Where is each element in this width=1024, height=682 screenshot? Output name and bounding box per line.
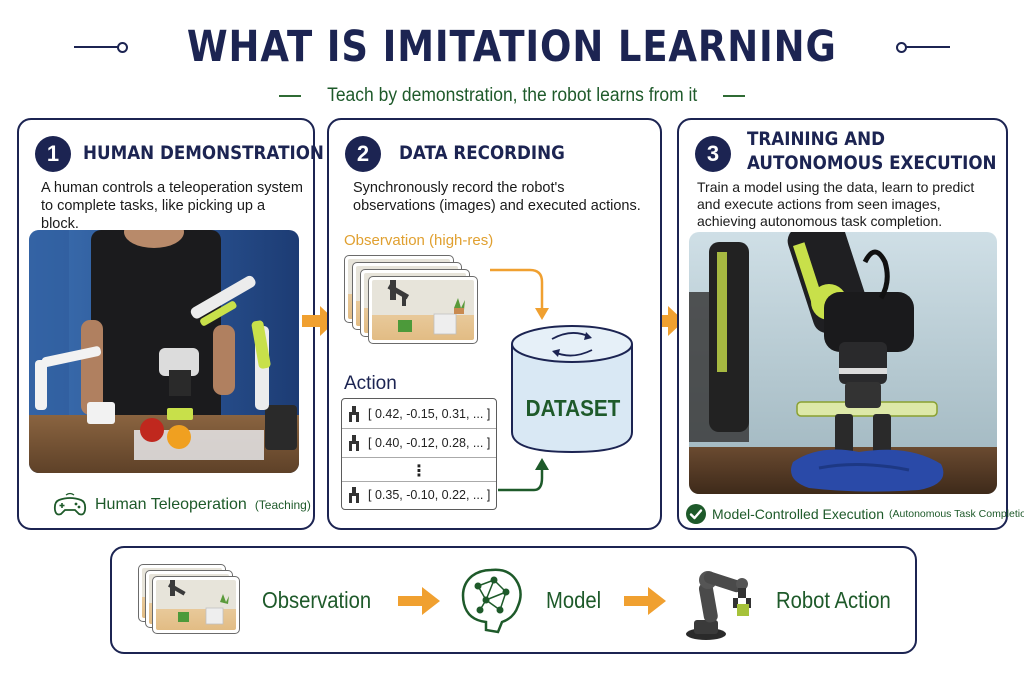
gripper-icon: [349, 435, 359, 451]
observation-label: Observation (high-res): [344, 232, 494, 249]
panel1-caption: Human Teleoperation (Teaching): [53, 492, 311, 518]
caption-main: Human Teleoperation: [95, 496, 247, 513]
step-number-1: 1: [35, 136, 71, 172]
action-ellipsis: ⋮: [342, 457, 496, 485]
dataset-diagram: [490, 268, 633, 492]
autonomous-robot-photo: [689, 232, 997, 494]
action-vector: [ 0.42, -0.15, 0.31, ... ]: [368, 407, 491, 421]
human-teleoperation-photo: [29, 230, 299, 473]
action-separator: [342, 428, 496, 429]
gripper-icon: [349, 487, 359, 503]
subtitle-dash-left: [278, 95, 301, 97]
dataset-label: DATASET: [525, 395, 621, 421]
step-number-2: 2: [345, 136, 381, 172]
subtitle-row: Teach by demonstration, the robot learns…: [0, 84, 1024, 108]
panel-title: DATA RECORDING: [399, 142, 565, 164]
robot-scene-thumbnail: [387, 280, 465, 335]
action-list: [ 0.42, -0.15, 0.31, ... ] [ 0.40, -0.12…: [341, 398, 497, 510]
pipeline-arrow-1: [398, 587, 440, 615]
brain-network-icon: [461, 568, 522, 634]
robot-scene-thumbnail: [168, 580, 229, 625]
action-row: [ 0.35, -0.10, 0.22, ... ]: [342, 481, 496, 509]
gamepad-icon: [53, 492, 87, 516]
action-row: [ 0.40, -0.12, 0.28, ... ]: [342, 429, 496, 457]
pipeline-arrow-2: [624, 587, 666, 615]
panel-title-line2: AUTONOMOUS EXECUTION: [747, 152, 997, 174]
pipeline-observation-label: Observation: [262, 587, 372, 613]
ellipsis-text: ⋮: [411, 463, 427, 480]
pipeline-robot-action-label: Robot Action: [776, 587, 891, 613]
flow-arrow-2-to-3: [650, 306, 684, 336]
robot-execution-scene-illustration: [689, 232, 997, 494]
title-decoration-right: [895, 42, 950, 53]
caption-sub: (Autonomous Task Completion): [888, 508, 1024, 520]
action-vector: [ 0.40, -0.12, 0.28, ... ]: [368, 436, 491, 450]
check-circle-icon: [686, 504, 706, 524]
action-separator: [342, 481, 496, 482]
action-separator: [342, 457, 496, 458]
pipeline-model-label: Model: [546, 587, 602, 613]
action-row: [ 0.42, -0.15, 0.31, ... ]: [342, 400, 496, 428]
action-label: Action: [344, 373, 397, 394]
pipeline-panel: Observation Model: [110, 546, 917, 654]
panel-training-execution: 3 TRAINING AND AUTONOMOUS EXECUTION Trai…: [677, 118, 1024, 530]
gripper-icon: [349, 406, 359, 422]
title-row: WHAT IS IMITATION LEARNING: [0, 18, 1024, 76]
pipeline-observation-frame-front: [152, 576, 240, 634]
panel-title: HUMAN DEMONSTRATION: [83, 142, 324, 164]
panel-description: A human controls a teleoperation system …: [41, 180, 303, 232]
panel-description: Synchronously record the robot's observa…: [353, 180, 641, 214]
caption-sub: (Teaching): [254, 498, 311, 512]
panel-title-line1: TRAINING AND: [747, 128, 886, 150]
observation-frame-front: [368, 276, 478, 344]
robot-arm-icon: [686, 571, 751, 640]
step-number-3: 3: [695, 136, 731, 172]
page-subtitle: Teach by demonstration, the robot learns…: [326, 85, 698, 106]
title-decoration-left: [74, 42, 129, 53]
panel3-caption: Model-Controlled Execution (Autonomous T…: [685, 503, 1024, 525]
caption-main: Model-Controlled Execution: [712, 506, 884, 522]
panel-description: Train a model using the data, learn to p…: [697, 179, 975, 229]
page-title: WHAT IS IMITATION LEARNING: [187, 22, 837, 72]
action-vector: [ 0.35, -0.10, 0.22, ... ]: [368, 488, 491, 502]
teleoperation-scene-illustration: [29, 230, 299, 473]
panel-human-demonstration: 1 HUMAN DEMONSTRATION A human controls a…: [17, 118, 324, 530]
subtitle-dash-right: [723, 95, 746, 97]
